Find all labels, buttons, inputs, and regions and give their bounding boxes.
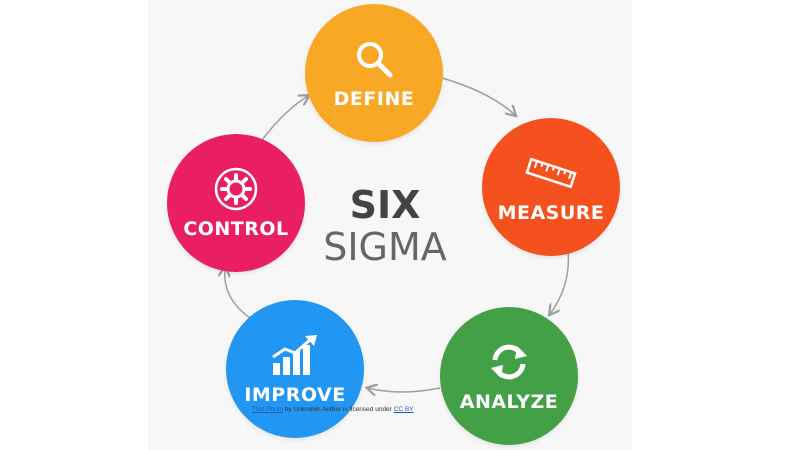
step-analyze: ANALYZE bbox=[440, 307, 578, 445]
growth-chart-icon bbox=[268, 332, 322, 378]
step-improve: IMPROVE bbox=[226, 300, 364, 438]
refresh-arrows-icon bbox=[482, 339, 536, 385]
step-label: DEFINE bbox=[333, 88, 415, 110]
step-control: CONTROL bbox=[167, 134, 305, 272]
center-line1: SIX bbox=[349, 183, 421, 227]
arrow-define-measure bbox=[441, 77, 515, 115]
photo-credit: This Photo by Unknown Author is licensed… bbox=[252, 406, 414, 413]
photo-link[interactable]: This Photo bbox=[252, 406, 284, 413]
arrow-improve-control bbox=[225, 268, 251, 319]
arrow-analyze-improve bbox=[368, 388, 441, 392]
step-label: IMPROVE bbox=[244, 384, 346, 406]
magnifier-icon bbox=[347, 36, 401, 82]
step-measure: MEASURE bbox=[482, 118, 620, 256]
credit-text: by Unknown Author is licensed under bbox=[283, 406, 394, 413]
step-define: DEFINE bbox=[305, 4, 443, 142]
arrow-control-define bbox=[261, 96, 308, 141]
license-link[interactable]: CC BY bbox=[393, 406, 414, 413]
gear-cycle-icon bbox=[209, 166, 263, 212]
step-label: ANALYZE bbox=[459, 391, 559, 413]
ruler-icon bbox=[524, 150, 578, 196]
step-label: CONTROL bbox=[183, 218, 289, 240]
center-title: SIX SIGMA bbox=[300, 185, 470, 269]
center-line2: SIGMA bbox=[323, 225, 447, 269]
step-label: MEASURE bbox=[497, 202, 605, 224]
